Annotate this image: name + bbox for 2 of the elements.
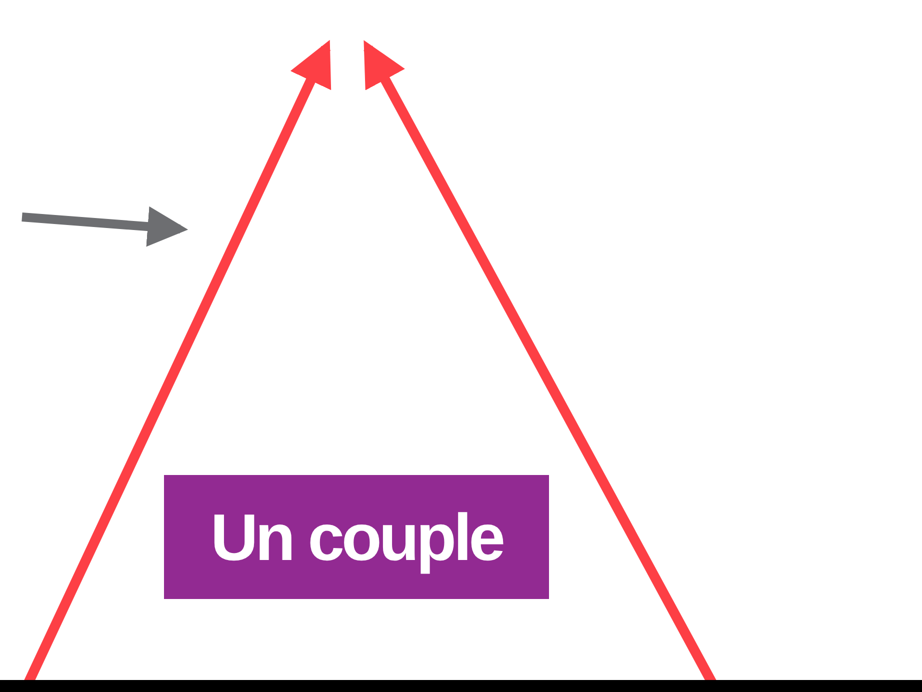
label-box <box>164 475 549 599</box>
label-text: Un couple <box>210 499 502 575</box>
